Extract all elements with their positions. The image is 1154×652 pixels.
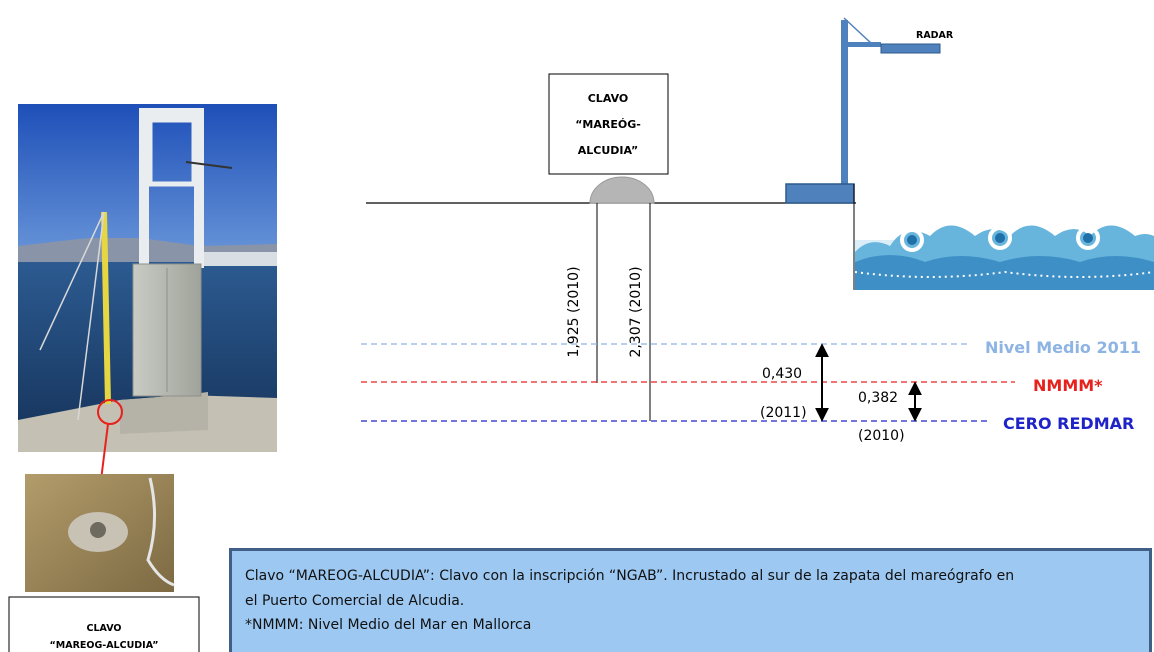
note-line-2: el Puerto Comercial de Alcudia. <box>245 592 465 609</box>
clavo-box-line1: CLAVO <box>588 92 629 105</box>
nmmm-label: NMMM* <box>1033 376 1103 395</box>
dim-label-0430: 0,430 <box>762 366 802 382</box>
clavo-photo-caption-line1: CLAVO <box>87 623 122 634</box>
nivel-medio-2011-label: Nivel Medio 2011 <box>985 338 1141 357</box>
dim-label-2307: 2,307 (2010) <box>628 266 644 357</box>
cero-redmar-label: CERO REDMAR <box>1003 414 1134 433</box>
note-line-3: *NMMM: Nivel Medio del Mar en Mallorca <box>245 617 532 633</box>
dim-label-1925: 1,925 (2010) <box>566 266 582 357</box>
description-note: Clavo “MAREOG-ALCUDIA”: Clavo con la ins… <box>229 548 1152 652</box>
radar-label: RADAR <box>916 30 954 41</box>
clavo-label-box: CLAVO “MAREÓG- ALCUDIA” <box>548 73 669 175</box>
clavo-photo-caption-line2: “MAREOG-ALCUDIA” <box>50 640 159 651</box>
benchmark-nail-icon <box>589 176 655 204</box>
clavo-photo-caption: CLAVO “MAREOG-ALCUDIA” <box>8 596 200 652</box>
dim-label-0430-year: (2011) <box>760 405 807 421</box>
clavo-box-line2: “MAREÓG- <box>575 118 641 131</box>
note-line-1: Clavo “MAREOG-ALCUDIA”: Clavo con la ins… <box>245 568 1015 584</box>
dim-label-0382: 0,382 <box>858 390 898 406</box>
sea-waves-icon <box>854 225 1154 290</box>
dim-label-0382-year: (2010) <box>858 428 905 444</box>
benchmark-nail-photo <box>25 474 175 592</box>
radar-mast-icon <box>785 17 941 290</box>
tide-gauge-photo <box>18 104 277 452</box>
clavo-box-line3: ALCUDIA” <box>578 144 638 157</box>
